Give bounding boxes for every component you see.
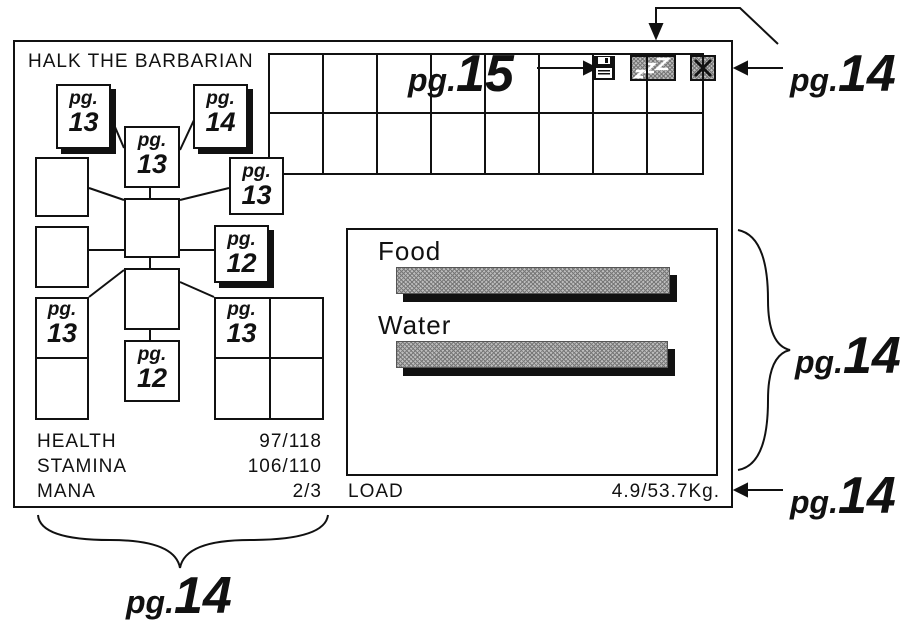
load-label: LOAD (348, 481, 404, 502)
stamina-label: STAMINA (37, 456, 128, 477)
zzz-sleep-icon[interactable] (630, 55, 676, 81)
equip-slot-neck[interactable] (35, 157, 89, 217)
inventory-slot[interactable] (324, 114, 378, 173)
callout-num: 15 (455, 45, 514, 103)
ref-pg-label: pg. (242, 161, 271, 182)
inventory-slot[interactable] (648, 114, 702, 173)
callout-pg: pg. (790, 62, 838, 98)
inventory-slot[interactable] (378, 114, 432, 173)
stamina-value: 106/110 (247, 456, 322, 477)
equip-slot-legs[interactable] (124, 268, 180, 330)
ref-page-number: 13 (68, 107, 99, 137)
callout-num: 14 (842, 327, 901, 385)
ref-pg-label: pg. (69, 88, 98, 109)
pouch-left-slot-1[interactable]: pg. 13 (35, 297, 89, 357)
inventory-slot[interactable] (432, 114, 486, 173)
inventory-grid (268, 53, 704, 175)
health-value: 97/118 (259, 431, 322, 452)
callout-stats-page: pg.14 (126, 570, 232, 622)
ref-pg-label: pg. (137, 344, 167, 365)
character-panel (13, 40, 733, 508)
ref-page-number: 13 (136, 149, 168, 179)
ref-page-number: 13 (226, 318, 257, 348)
mana-value: 2/3 (292, 481, 322, 502)
water-label: Water (378, 310, 452, 340)
callout-load-page: pg.14 (790, 470, 896, 522)
callout-pg: pg. (126, 584, 174, 620)
food-bar (396, 267, 670, 294)
ref-page-number: 14 (205, 107, 236, 137)
inventory-slot[interactable] (648, 55, 702, 114)
inventory-slot[interactable] (324, 55, 378, 114)
ref-page-number: 13 (46, 318, 78, 348)
inventory-slot[interactable] (540, 55, 594, 114)
food-label: Food (378, 236, 442, 266)
ref-pg-label: pg. (137, 130, 167, 151)
pouch-right (214, 297, 324, 420)
health-label: HEALTH (37, 431, 117, 452)
equip-slot-head[interactable]: pg. 13 (124, 126, 180, 188)
equip-slot-ref-right-top[interactable]: pg. 14 (193, 84, 248, 149)
water-bar (396, 341, 668, 368)
ref-pg-label: pg. (227, 229, 256, 250)
pouch-divider (216, 357, 322, 359)
equip-slot-right-hand-overlay[interactable]: pg. 13 (229, 157, 284, 215)
equip-slot-torso[interactable] (124, 198, 180, 258)
equip-slot-ref-left-top[interactable]: pg. 13 (56, 84, 111, 149)
pouch-divider (37, 357, 87, 359)
ref-pg-label: pg. (206, 88, 235, 109)
inventory-slot[interactable] (378, 55, 432, 114)
mana-label: MANA (37, 481, 96, 502)
inventory-slot[interactable] (594, 55, 648, 114)
inventory-slot[interactable] (270, 114, 324, 173)
floppy-disk-icon[interactable] (592, 55, 616, 81)
pouch-right-slot-1[interactable]: pg. 13 (214, 297, 269, 357)
ref-pg-label: pg. (47, 299, 77, 320)
equip-slot-ref-right-mid[interactable]: pg. 12 (214, 225, 269, 283)
load-value: 4.9/53.7Kg. (611, 481, 720, 502)
ref-page-number: 12 (226, 248, 257, 278)
pouch-left (35, 297, 89, 420)
equip-slot-left-hand[interactable] (35, 226, 89, 288)
callout-pg: pg. (795, 344, 843, 380)
callout-pg: pg. (790, 484, 838, 520)
inventory-slot[interactable] (432, 55, 486, 114)
inventory-slot[interactable] (540, 114, 594, 173)
ref-page-number: 12 (136, 363, 168, 393)
callout-close-page: pg.14 (790, 48, 896, 100)
ref-page-number: 13 (241, 180, 272, 210)
inventory-slot[interactable] (486, 55, 540, 114)
callout-pg: pg. (408, 62, 456, 98)
equip-slot-feet[interactable]: pg. 12 (124, 340, 180, 402)
inventory-slot[interactable] (270, 55, 324, 114)
floppy-disk-glyph (593, 56, 615, 80)
inventory-slot[interactable] (486, 114, 540, 173)
callout-num: 14 (837, 45, 896, 103)
ref-pg-label: pg. (227, 299, 256, 320)
zzz-glyph (632, 57, 672, 79)
inventory-slot[interactable] (594, 114, 648, 173)
callout-num: 14 (173, 567, 232, 623)
callout-icons-page: pg.15 (408, 48, 514, 100)
character-name: HALK THE BARBARIAN (28, 51, 254, 72)
callout-num: 14 (837, 467, 896, 525)
callout-needs-page: pg.14 (795, 330, 901, 382)
